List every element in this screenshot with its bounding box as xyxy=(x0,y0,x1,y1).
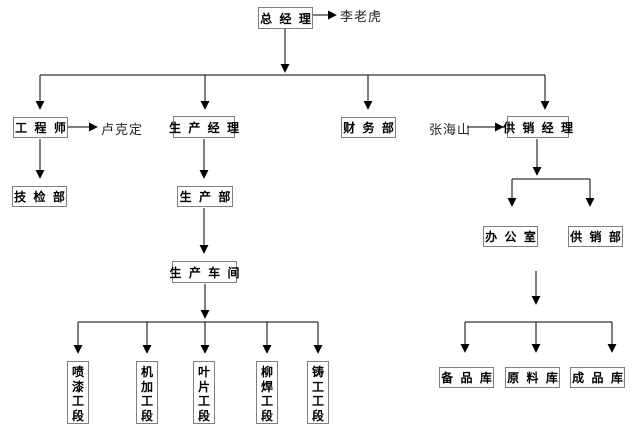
node-tech-inspection-dept: 技 检 部 xyxy=(12,186,67,207)
node-production-workshop: 生 产 车 间 xyxy=(170,261,240,283)
node-production-dept: 生 产 部 xyxy=(177,186,233,207)
node-spare-parts-warehouse: 备 品 库 xyxy=(439,367,494,388)
node-production-manager: 生 产 经 理 xyxy=(169,116,239,138)
node-paint-section: 喷漆工段 xyxy=(67,361,89,424)
node-raw-material-warehouse: 原 料 库 xyxy=(505,367,560,388)
node-machining-section: 机加工段 xyxy=(136,361,158,424)
node-finance-dept: 财 务 部 xyxy=(341,117,396,138)
node-supply-manager: 供 销 经 理 xyxy=(503,116,573,138)
node-office: 办 公 室 xyxy=(483,226,538,247)
node-riveting-welding-section: 柳焊工段 xyxy=(256,361,278,424)
node-casting-section: 铸工工段 xyxy=(307,361,329,424)
annotation-supply-manager-name: 张海山 xyxy=(429,122,472,137)
node-supply-dept: 供 销 部 xyxy=(568,226,623,247)
node-blade-section: 叶片工段 xyxy=(193,361,215,424)
annotation-ceo-name: 李老虎 xyxy=(340,9,383,24)
node-finished-goods-warehouse: 成 品 库 xyxy=(570,367,625,388)
annotation-engineer-name: 卢克定 xyxy=(101,122,144,137)
node-ceo: 总 经 理 xyxy=(258,7,313,29)
node-engineer: 工 程 师 xyxy=(13,117,68,138)
